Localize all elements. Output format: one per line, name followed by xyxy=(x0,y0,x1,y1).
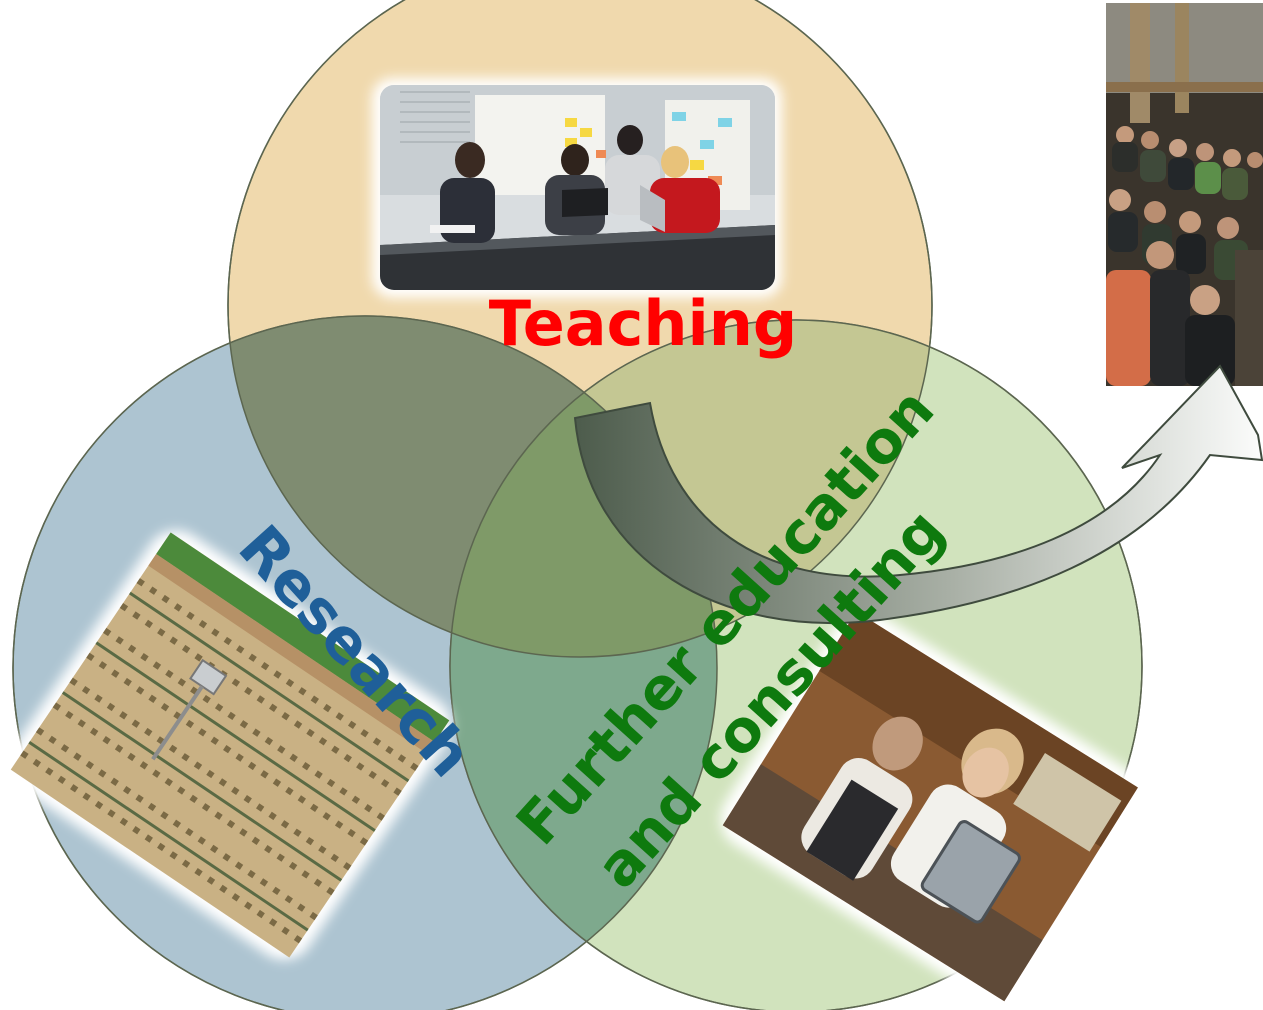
audience-photo xyxy=(1106,3,1263,386)
curved-arrow xyxy=(573,364,1263,625)
research-field-photo xyxy=(8,530,452,960)
consulting-photo xyxy=(720,609,1141,1004)
teaching-label: Teaching xyxy=(489,287,798,360)
teaching-meeting-photo xyxy=(372,78,782,298)
